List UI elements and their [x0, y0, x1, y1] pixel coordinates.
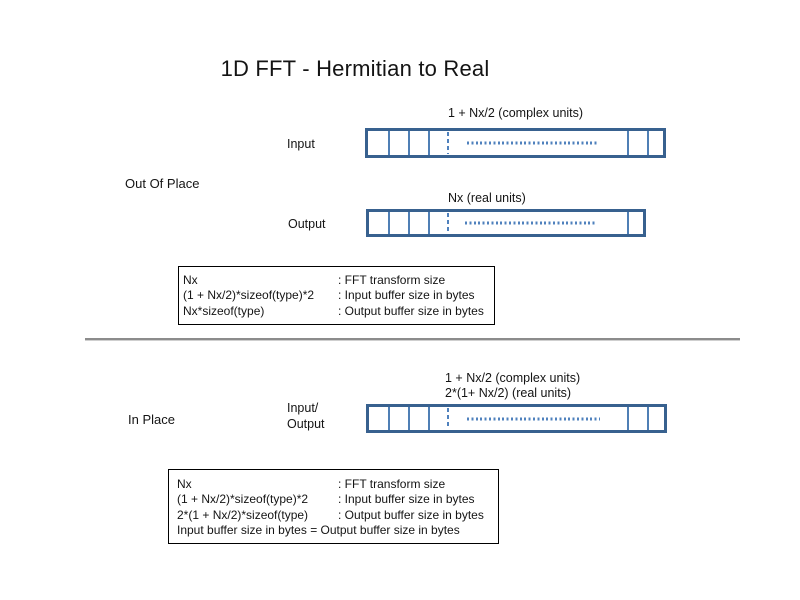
- legend-row: Nx : FFT transform size: [183, 273, 490, 288]
- legend-desc: : Input buffer size in bytes: [338, 288, 475, 303]
- legend-desc: : Input buffer size in bytes: [338, 492, 475, 507]
- page-title: 1D FFT - Hermitian to Real: [220, 56, 490, 81]
- cell-divider: [627, 131, 629, 155]
- in-place-buffer: [366, 404, 667, 433]
- legend-term: 2*(1 + Nx/2)*sizeof(type): [177, 507, 309, 522]
- section-divider-line: [85, 338, 740, 341]
- legend-desc: : Output buffer size in bytes: [338, 303, 484, 318]
- legend-row: (1 + Nx/2)*sizeof(type)*2 : Input buffer…: [183, 288, 490, 303]
- io-buffer-annotation: 1 + Nx/2 (complex units) 2*(1+ Nx/2) (re…: [445, 371, 580, 401]
- cell-divider: [627, 212, 629, 234]
- io-annotation-line2: 2*(1+ Nx/2) (real units): [445, 386, 572, 400]
- legend-term: (1 + Nx/2)*sizeof(type)*2: [183, 288, 315, 303]
- cell-divider: [428, 407, 430, 430]
- cell-divider: [627, 407, 629, 430]
- cell-divider: [388, 212, 390, 234]
- legend-term: Nx: [183, 273, 198, 287]
- in-place-legend-box: Nx : FFT transform size (1 + Nx/2)*sizeo…: [168, 469, 499, 544]
- cell-divider: [428, 212, 430, 234]
- legend-desc: : FFT transform size: [338, 273, 446, 287]
- io-label-line2: Output: [287, 416, 325, 431]
- legend-desc: : Output buffer size in bytes: [338, 507, 484, 522]
- out-of-place-legend-box: Nx : FFT transform size (1 + Nx/2)*sizeo…: [178, 266, 495, 325]
- legend-row: (1 + Nx/2)*sizeof(type)*2 : Input buffer…: [177, 492, 494, 507]
- cell-divider: [408, 407, 410, 430]
- legend-footer: Input buffer size in bytes = Output buff…: [177, 523, 460, 538]
- legend-term: (1 + Nx/2)*sizeof(type)*2: [177, 492, 309, 507]
- section-label-out-of-place: Out Of Place: [125, 176, 200, 191]
- dashed-divider: [447, 132, 449, 154]
- legend-row: 2*(1 + Nx/2)*sizeof(type) : Output buffe…: [177, 508, 494, 523]
- input-buffer-annotation: 1 + Nx/2 (complex units): [447, 106, 584, 120]
- output-buffer-label: Output: [288, 217, 326, 231]
- cell-divider: [408, 131, 410, 155]
- legend-term: Nx*sizeof(type): [183, 303, 265, 318]
- io-annotation-line1: 1 + Nx/2 (complex units): [445, 371, 581, 385]
- input-buffer: [365, 128, 666, 158]
- cell-divider: [408, 212, 410, 234]
- cell-divider: [428, 131, 430, 155]
- cell-divider: [388, 407, 390, 430]
- legend-desc: : FFT transform size: [338, 477, 446, 491]
- input-buffer-label: Input: [287, 137, 315, 151]
- dashed-divider: [447, 408, 449, 429]
- ellipsis-dots: [465, 221, 597, 225]
- cell-divider: [647, 407, 649, 430]
- cell-divider: [388, 131, 390, 155]
- output-buffer: [366, 209, 646, 237]
- io-label-line1: Input/: [287, 401, 319, 415]
- section-label-in-place: In Place: [128, 412, 175, 427]
- cell-divider: [647, 131, 649, 155]
- dashed-divider: [447, 213, 449, 233]
- ellipsis-dots: [467, 417, 600, 420]
- legend-row: Nx : FFT transform size: [177, 477, 494, 492]
- ellipsis-dots: [467, 141, 599, 145]
- io-buffer-label: Input/ Output: [287, 401, 325, 432]
- legend-row: Nx*sizeof(type) : Output buffer size in …: [183, 304, 490, 319]
- legend-term: Nx: [177, 477, 192, 491]
- output-buffer-annotation: Nx (real units): [448, 191, 526, 205]
